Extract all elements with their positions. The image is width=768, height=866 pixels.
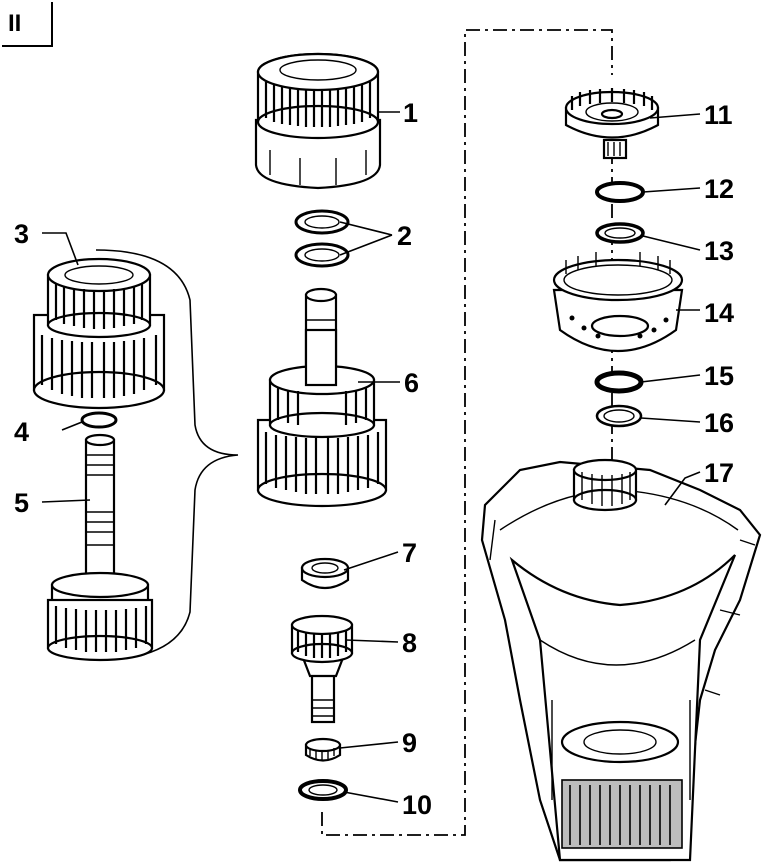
part-12-washer [595, 181, 645, 203]
callout-15: 15 [704, 361, 734, 391]
part-14-slotted-basket [552, 252, 684, 353]
leader-lines [41, 111, 701, 803]
part-13-washer [595, 222, 645, 244]
group-bracket [95, 249, 239, 661]
section-box: II [2, 2, 53, 47]
part-17-transmission-housing [480, 458, 762, 862]
callout-14: 14 [704, 298, 734, 328]
callout-11: 11 [704, 100, 733, 130]
part-8-gear-shaft [290, 614, 354, 724]
callout-9: 9 [402, 728, 417, 758]
part-6-drum-with-shaft [256, 287, 388, 508]
callout-16: 16 [704, 408, 734, 438]
callout-8: 8 [402, 628, 417, 658]
section-label: II [8, 10, 21, 37]
part-15-washer [594, 370, 644, 394]
part-3-gear-drum [32, 257, 166, 410]
callout-4: 4 [14, 417, 29, 447]
callout-1: 1 [403, 98, 418, 128]
callout-labels: 1 2 3 4 5 6 7 8 9 10 11 12 13 14 15 16 1… [14, 98, 734, 820]
part-5-output-shaft [46, 433, 154, 662]
callout-5: 5 [14, 488, 29, 518]
callout-12: 12 [704, 174, 734, 204]
part-10-washer [298, 779, 348, 801]
callout-3: 3 [14, 219, 29, 249]
callout-7: 7 [402, 538, 417, 568]
callout-10: 10 [402, 790, 432, 820]
assembly-dash-line [321, 29, 613, 836]
part-7-bearing [300, 557, 350, 590]
callout-2: 2 [397, 221, 412, 251]
part-11-hub-gear [564, 88, 660, 160]
part-16-washer [595, 404, 643, 428]
callout-6: 6 [404, 368, 419, 398]
part-1-clutch-drum [254, 52, 382, 190]
part-4-ring [80, 411, 118, 429]
callout-13: 13 [704, 236, 734, 266]
part-9-needle-bearing [304, 737, 342, 762]
part-2-thrust-rings [294, 209, 350, 268]
callout-17: 17 [704, 458, 734, 488]
